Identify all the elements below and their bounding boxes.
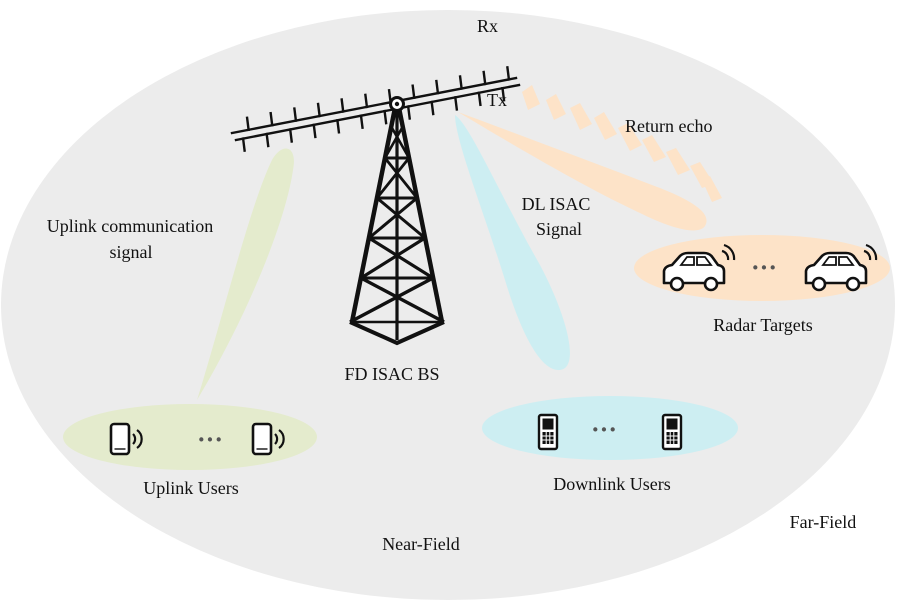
antenna-element bbox=[241, 137, 246, 152]
rx-label: Rx bbox=[477, 16, 498, 36]
feature-phone-icon bbox=[537, 413, 559, 451]
antenna-element bbox=[411, 84, 416, 100]
antenna-element bbox=[501, 86, 506, 102]
near-field-label: Near-Field bbox=[382, 534, 460, 554]
downlink-users-label: Downlink Users bbox=[553, 474, 671, 494]
antenna-element bbox=[269, 111, 274, 127]
downlink-beam bbox=[455, 115, 570, 371]
return-echo-label: Return echo bbox=[625, 116, 712, 136]
dl-isac-label-line2: Signal bbox=[536, 219, 582, 239]
uplink-beam bbox=[197, 148, 294, 400]
antenna-element bbox=[406, 105, 412, 120]
tx-label: Tx bbox=[487, 90, 507, 110]
feature-phone-icon bbox=[661, 413, 683, 451]
antenna-element bbox=[288, 128, 294, 143]
antenna-element bbox=[430, 100, 435, 116]
antenna-element bbox=[477, 91, 482, 107]
antenna-element bbox=[453, 96, 459, 111]
downlink-ellipsis: ··· bbox=[591, 415, 617, 444]
antenna-element bbox=[364, 93, 369, 109]
antenna-element bbox=[336, 118, 341, 134]
uplink-users-region bbox=[63, 404, 317, 470]
dl-isac-label-line1: DL ISAC bbox=[522, 194, 591, 214]
uplink-signal-label-line2: signal bbox=[110, 242, 153, 262]
antenna-element bbox=[482, 70, 487, 86]
bs-label: FD ISAC BS bbox=[344, 364, 439, 384]
antenna-element bbox=[293, 107, 298, 122]
uplink-ellipsis: ··· bbox=[197, 425, 223, 454]
tx-radar-beam bbox=[458, 112, 707, 231]
antenna-element bbox=[265, 132, 270, 148]
antenna-array-icon bbox=[230, 66, 521, 152]
uplink-users-label: Uplink Users bbox=[143, 478, 239, 498]
return-echo-beam bbox=[522, 85, 722, 202]
antenna-element bbox=[359, 114, 364, 130]
antenna-element bbox=[435, 79, 440, 95]
radar-targets-label: Radar Targets bbox=[713, 315, 813, 335]
radar-ellipsis: ··· bbox=[751, 253, 777, 282]
antenna-element bbox=[312, 123, 317, 139]
antenna-element bbox=[245, 116, 250, 132]
antenna-element bbox=[316, 102, 321, 118]
antenna-element bbox=[506, 66, 511, 81]
antenna-element bbox=[340, 98, 345, 113]
antenna-element bbox=[383, 109, 388, 125]
uplink-signal-label-line1: Uplink communication bbox=[47, 216, 213, 236]
antenna-element bbox=[458, 75, 463, 90]
far-field-label: Far-Field bbox=[790, 512, 857, 532]
tower-icon bbox=[349, 96, 445, 346]
